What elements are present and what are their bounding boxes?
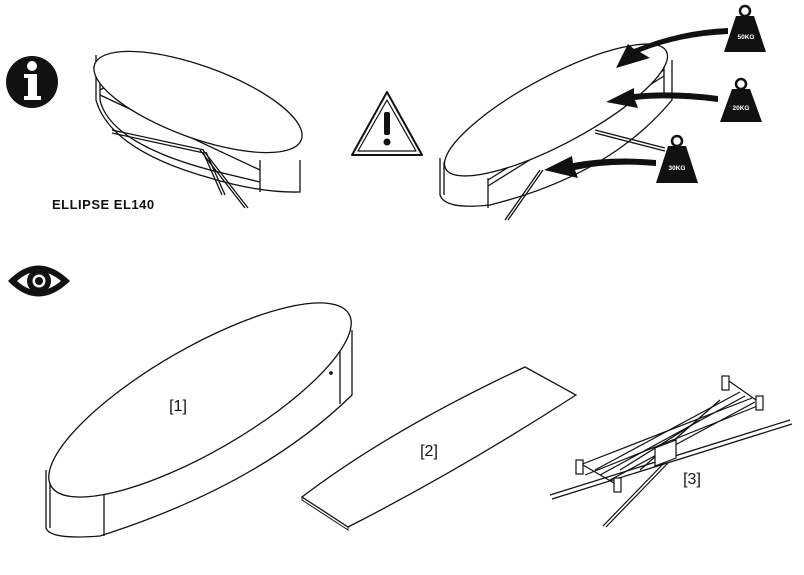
part-label: [3] bbox=[683, 471, 701, 488]
load-arrow-top bbox=[616, 28, 728, 68]
part-2-shelf-drawing bbox=[300, 366, 578, 531]
load-capacity-drawing bbox=[439, 43, 673, 221]
weight-icon: 20KG bbox=[720, 77, 762, 122]
part-1-cabinet-drawing bbox=[45, 302, 353, 538]
weight-icon: 50KG bbox=[724, 4, 766, 52]
cabinet-overview-drawing bbox=[93, 50, 303, 209]
product-name: ELLIPSE EL140 bbox=[52, 197, 155, 212]
warning-icon bbox=[351, 91, 423, 156]
weight-label: 50KG bbox=[738, 34, 755, 41]
info-icon bbox=[6, 56, 58, 108]
weight-label: 30KG bbox=[669, 165, 686, 172]
load-arrow-bottom bbox=[544, 156, 656, 178]
weight-icon: 30KG bbox=[656, 134, 698, 183]
part-3-frame-drawing bbox=[549, 375, 793, 528]
eye-icon bbox=[8, 265, 70, 297]
part-label: [2] bbox=[420, 443, 438, 460]
part-label: [1] bbox=[169, 398, 187, 415]
load-arrow-middle bbox=[606, 88, 718, 108]
weight-label: 20KG bbox=[733, 105, 750, 112]
